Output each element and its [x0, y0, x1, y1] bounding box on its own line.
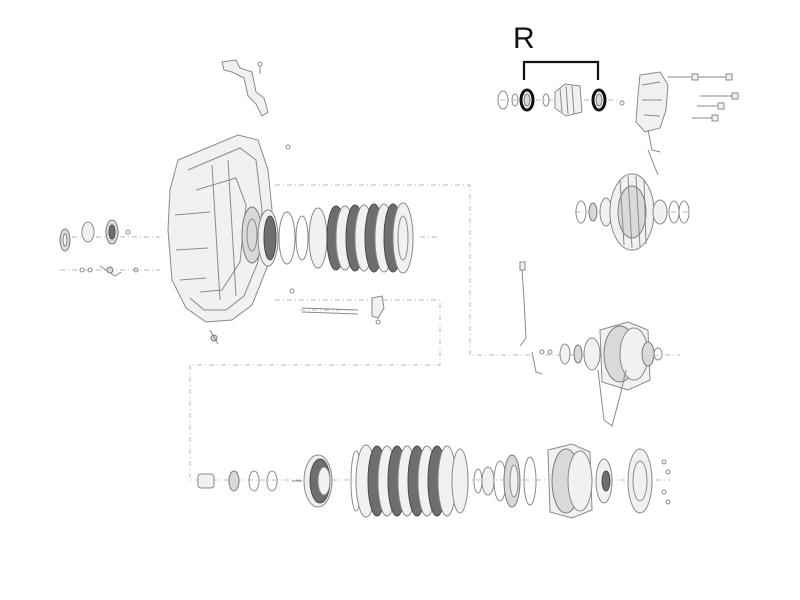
- callout-bracket: [522, 60, 600, 80]
- callout-r: R: [513, 22, 600, 80]
- assembly-guide-lines: [60, 99, 690, 481]
- transmission-case: [167, 134, 273, 345]
- speed-sensor: [519, 261, 543, 375]
- shift-lever: [221, 59, 269, 117]
- input-shaft-seals: [59, 144, 295, 294]
- bearing-right-highlighted: [591, 88, 607, 112]
- callout-label: R: [513, 22, 535, 55]
- upper-clutch-pack: [257, 202, 414, 274]
- output-drum-assembly: [539, 321, 663, 427]
- lower-gear-train: [197, 443, 671, 519]
- differential-housing-bracket: [635, 71, 739, 176]
- bolts: [668, 73, 739, 122]
- shift-rod: [301, 295, 385, 325]
- pinion-shaft-assembly: [497, 83, 625, 117]
- ring-gear-differential: [575, 173, 690, 251]
- bearing-left-highlighted: [519, 88, 535, 112]
